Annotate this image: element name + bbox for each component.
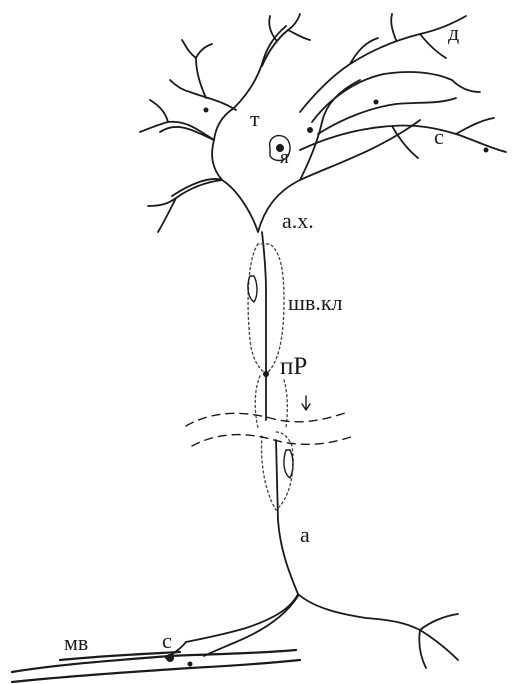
synapse-dot <box>204 108 209 113</box>
neuromuscular-synapse <box>188 662 193 667</box>
label-node-of-ranvier: пР <box>280 354 307 379</box>
dendrite-right-envelope <box>312 72 480 134</box>
dendrite-right-upper <box>300 14 466 112</box>
label-axon: а <box>300 524 310 546</box>
break-line-upper <box>186 412 348 426</box>
label-muscle-fiber: мв <box>64 632 88 654</box>
label-axon-hillock: а.х. <box>282 210 314 232</box>
synapse-dot <box>374 100 379 105</box>
axon-lower <box>276 440 298 594</box>
neuromuscular-synapse <box>166 654 174 662</box>
dendrite-right-lower <box>300 118 506 158</box>
dendrite-left-upper <box>170 40 236 110</box>
synapse-dot <box>307 127 313 133</box>
soma-outline <box>160 26 420 232</box>
label-schwann-cell: шв.кл <box>288 292 343 314</box>
label-synapse-bottom: с <box>162 630 172 652</box>
schwann-nucleus-upper <box>248 276 257 302</box>
break-line-lower <box>192 435 354 446</box>
terminal-branches <box>166 594 458 668</box>
schwann-nucleus-lower <box>284 450 293 478</box>
dendrite-top <box>262 14 310 66</box>
synapse-dot <box>484 148 489 153</box>
node-of-ranvier <box>263 371 269 377</box>
label-synapse-top: с <box>434 126 444 148</box>
signal-arrow <box>302 396 310 410</box>
label-nucleus: я <box>280 148 289 167</box>
muscle-fiber <box>12 650 300 682</box>
axon-upper <box>262 232 266 420</box>
label-dendrite: д <box>448 22 459 44</box>
label-soma: т <box>250 108 260 130</box>
